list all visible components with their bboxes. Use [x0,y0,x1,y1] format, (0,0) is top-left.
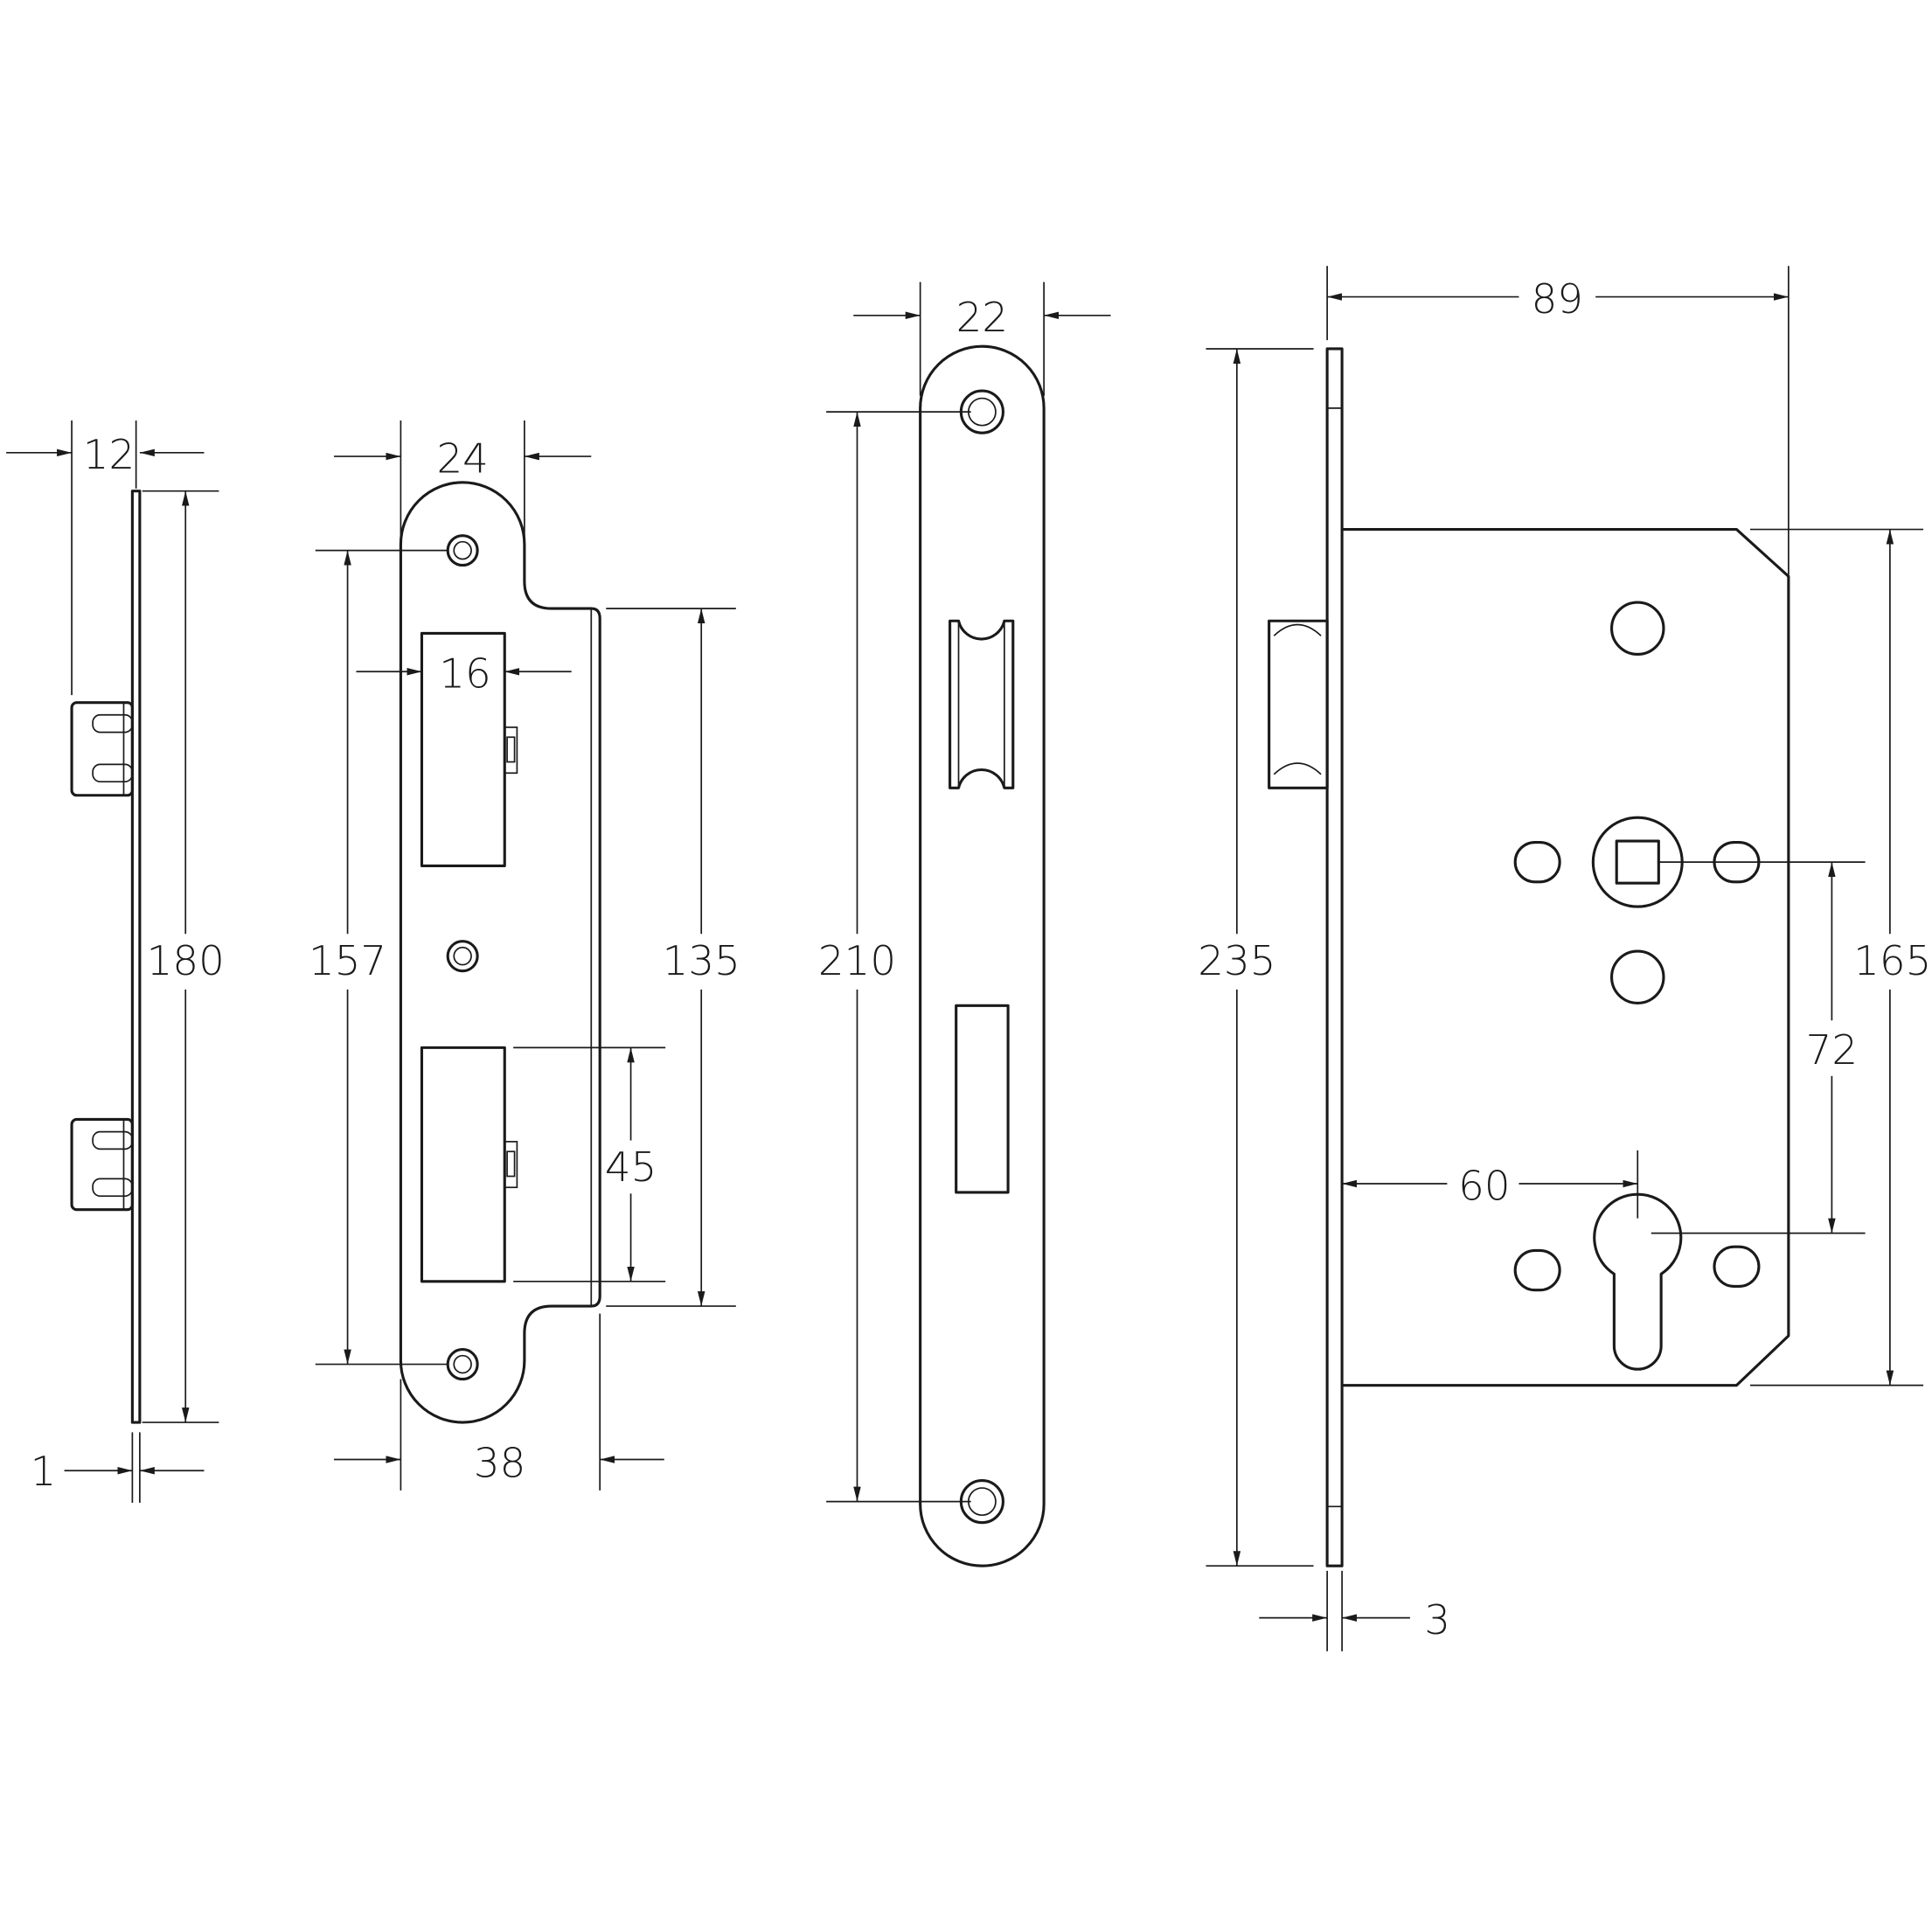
dim-strike-top-width: 24 [436,435,488,483]
adjuster-top [504,726,518,775]
lock-case [1342,528,1790,1387]
latch-opening [949,619,1015,789]
strike-plate-side-view: 12 180 1 [6,420,225,1504]
euro-cylinder-cutout [1593,1192,1683,1371]
dim-centres: 72 [1806,1027,1858,1074]
strike-prong-top [70,701,134,797]
dim-strike-thickness: 1 [31,1449,57,1496]
dim-faceplate-hole-spacing: 210 [818,938,896,985]
screw-hole-bottom [446,1348,479,1381]
dim-strike-height: 180 [147,938,225,985]
strike-prong-bottom [70,1117,134,1212]
bolt-through-hole-right-bottom [1713,1245,1761,1289]
dim-lip-height: 135 [663,938,740,985]
dim-backset: 60 [1458,1163,1510,1210]
lock-faceplate-front-view: 22 210 [818,281,1111,1567]
dim-overall-depth: 89 [1532,276,1583,323]
dim-faceplate-width: 22 [956,295,1008,342]
dim-strike-overall-width: 38 [474,1440,525,1487]
latch-bolt [1268,619,1329,789]
strike-plate-front-view: 24 16 157 135 45 38 [309,420,740,1491]
screw-hole-top [446,534,479,567]
dim-case-height: 165 [1853,938,1931,985]
bolt-window [420,1046,506,1283]
fixing-hole-top [1609,601,1665,657]
dim-strike-width: 12 [83,432,135,479]
dim-forend-thickness: 3 [1424,1597,1450,1644]
adjuster-bottom [504,1141,518,1189]
dim-strike-hole-spacing: 157 [309,938,386,985]
screw-hole-middle [446,940,479,973]
dim-window-width: 16 [439,651,490,698]
deadbolt-opening [955,1004,1010,1194]
bolt-through-hole-left-top [1513,840,1561,884]
dim-window-height: 45 [605,1144,657,1192]
forend [1325,347,1344,1567]
fixing-hole-middle [1609,949,1665,1005]
dim-forend-height: 235 [1198,938,1275,985]
lock-body-side-view: 89 235 165 72 60 3 [1198,266,1931,1651]
bolt-through-hole-left-bottom [1513,1248,1561,1292]
